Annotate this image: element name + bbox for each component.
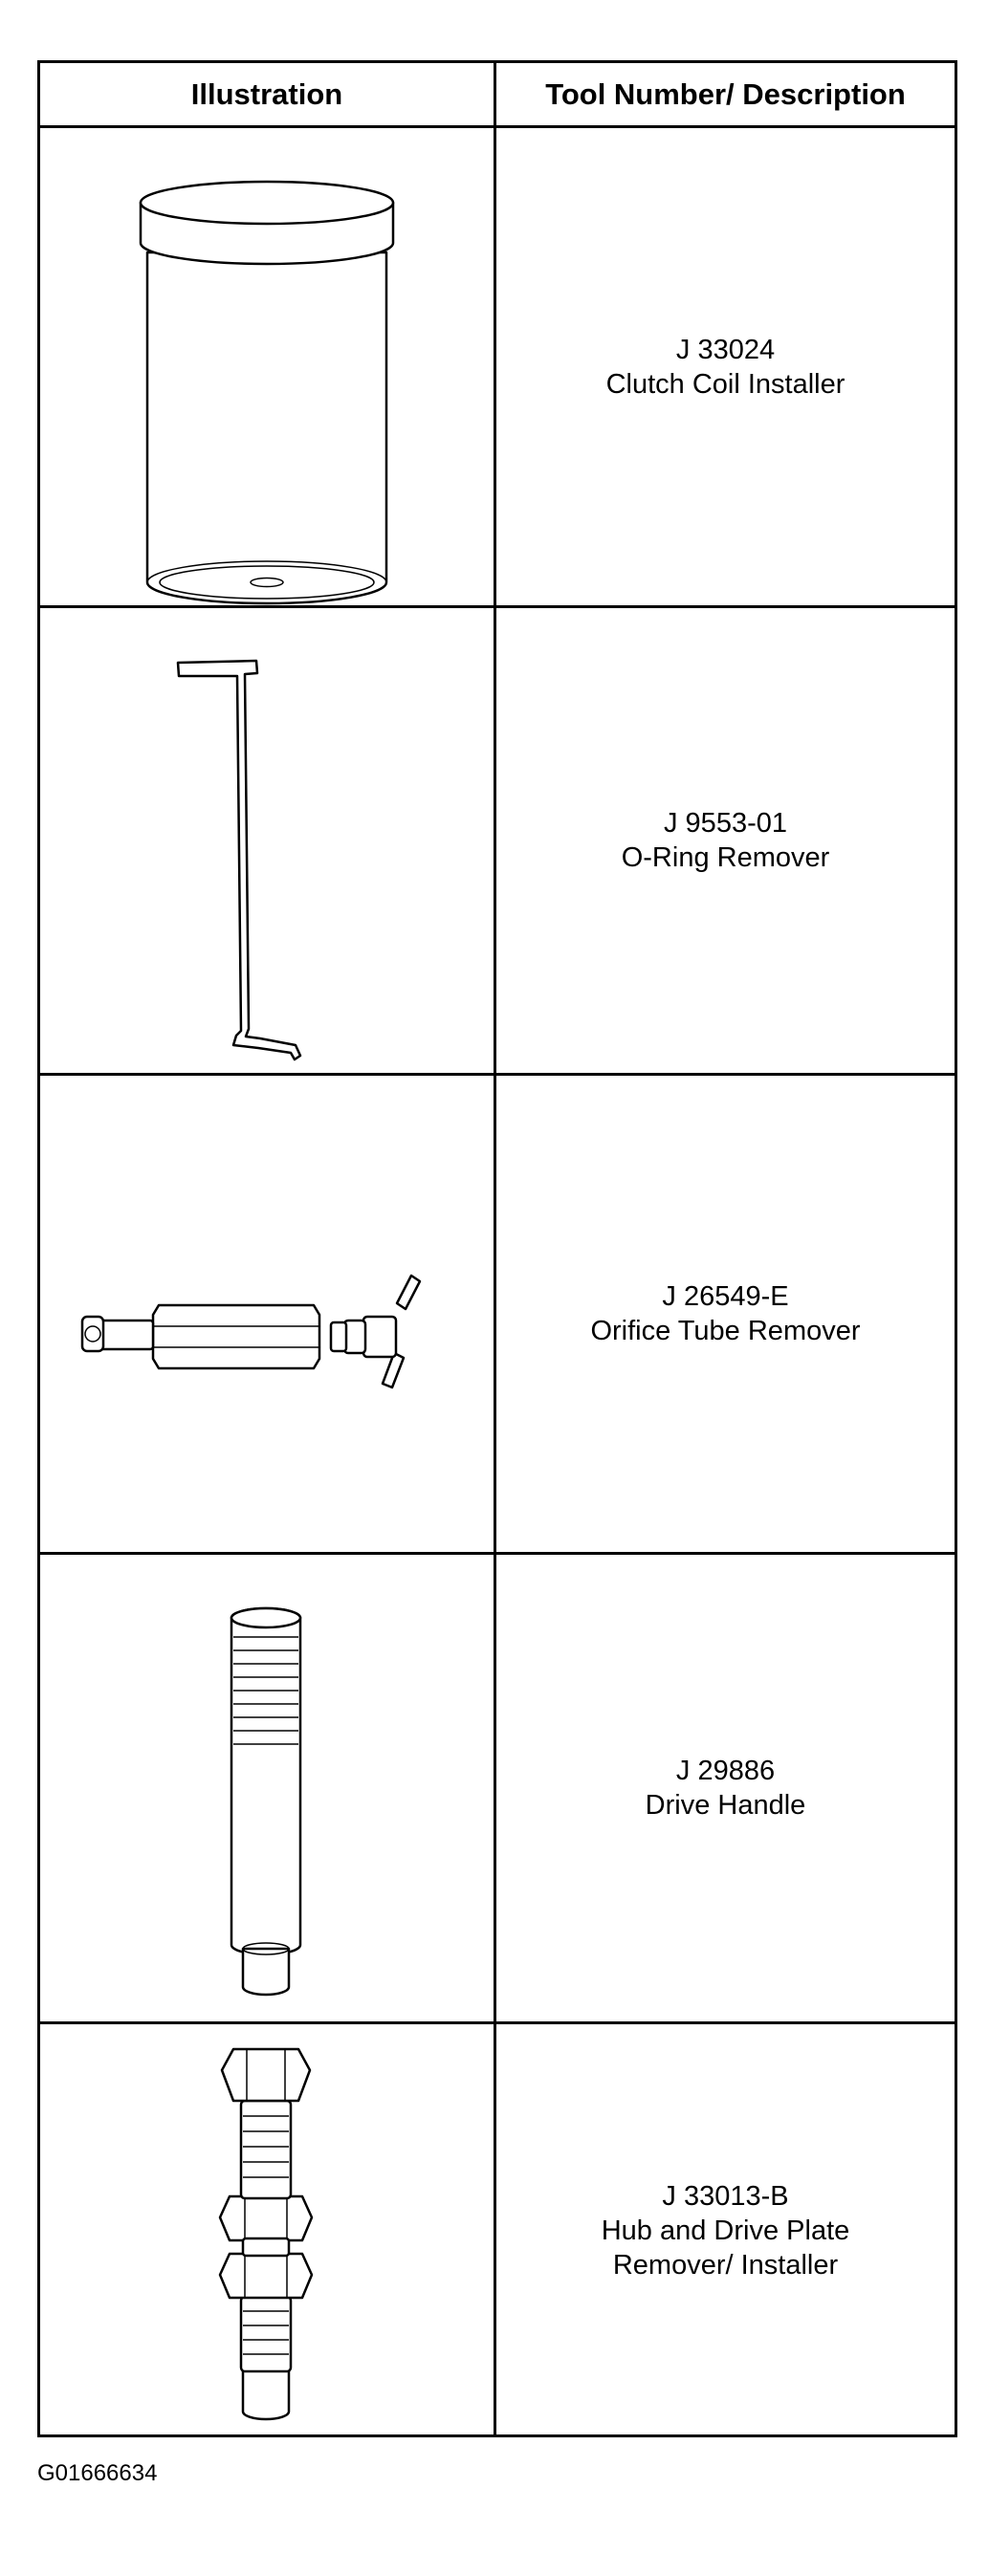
clutch-coil-installer-icon <box>139 180 395 605</box>
column-divider <box>494 63 496 2434</box>
tool-number: J 33024 <box>675 334 776 365</box>
drive-handle-icon <box>230 1606 302 1997</box>
hub-drive-plate-tool-icon <box>218 2047 314 2421</box>
tool-description-cell: J 33024 Clutch Coil Installer <box>496 128 955 605</box>
tool-description: Drive Handle <box>645 1790 806 1821</box>
tool-description-line-2: Remover/ Installer <box>612 2250 839 2281</box>
tool-description-cell: J 33013-B Hub and Drive Plate Remover/ I… <box>496 2024 955 2437</box>
tool-description-cell: J 9553-01 O-Ring Remover <box>496 608 955 1073</box>
o-ring-remover-icon <box>176 659 302 1061</box>
header-illustration: Illustration <box>190 76 343 111</box>
table-row: J 26549-E Orifice Tube Remover <box>40 1076 955 1555</box>
header-tool-number: Tool Number/ Description <box>545 76 906 111</box>
table-row: J 33024 Clutch Coil Installer <box>40 128 955 608</box>
table-row: J 33013-B Hub and Drive Plate Remover/ I… <box>40 2024 955 2437</box>
illustration-cell <box>40 1555 494 2021</box>
tool-description: O-Ring Remover <box>621 842 830 873</box>
illustration-cell <box>40 608 494 1073</box>
orifice-tube-remover-icon <box>80 1274 422 1389</box>
tool-number: J 26549-E <box>662 1281 789 1312</box>
tool-number: J 33013-B <box>662 2181 789 2212</box>
illustration-cell <box>40 1076 494 1552</box>
table-header: Illustration Tool Number/ Description <box>40 63 955 128</box>
figure-id: G01666634 <box>37 2460 158 2486</box>
table-row: J 29886 Drive Handle <box>40 1555 955 2024</box>
tool-description-cell: J 26549-E Orifice Tube Remover <box>496 1076 955 1552</box>
tool-number: J 29886 <box>675 1756 776 1786</box>
tool-description: Orifice Tube Remover <box>590 1316 861 1346</box>
tools-table: Illustration Tool Number/ Description J … <box>37 60 957 2437</box>
tool-number: J 9553-01 <box>664 808 787 839</box>
tool-description-line-1: Hub and Drive Plate <box>601 2216 850 2246</box>
tool-description: Clutch Coil Installer <box>605 368 845 400</box>
illustration-cell <box>40 2024 494 2437</box>
table-row: J 9553-01 O-Ring Remover <box>40 608 955 1076</box>
illustration-cell <box>40 128 494 605</box>
tool-description-cell: J 29886 Drive Handle <box>496 1555 955 2021</box>
